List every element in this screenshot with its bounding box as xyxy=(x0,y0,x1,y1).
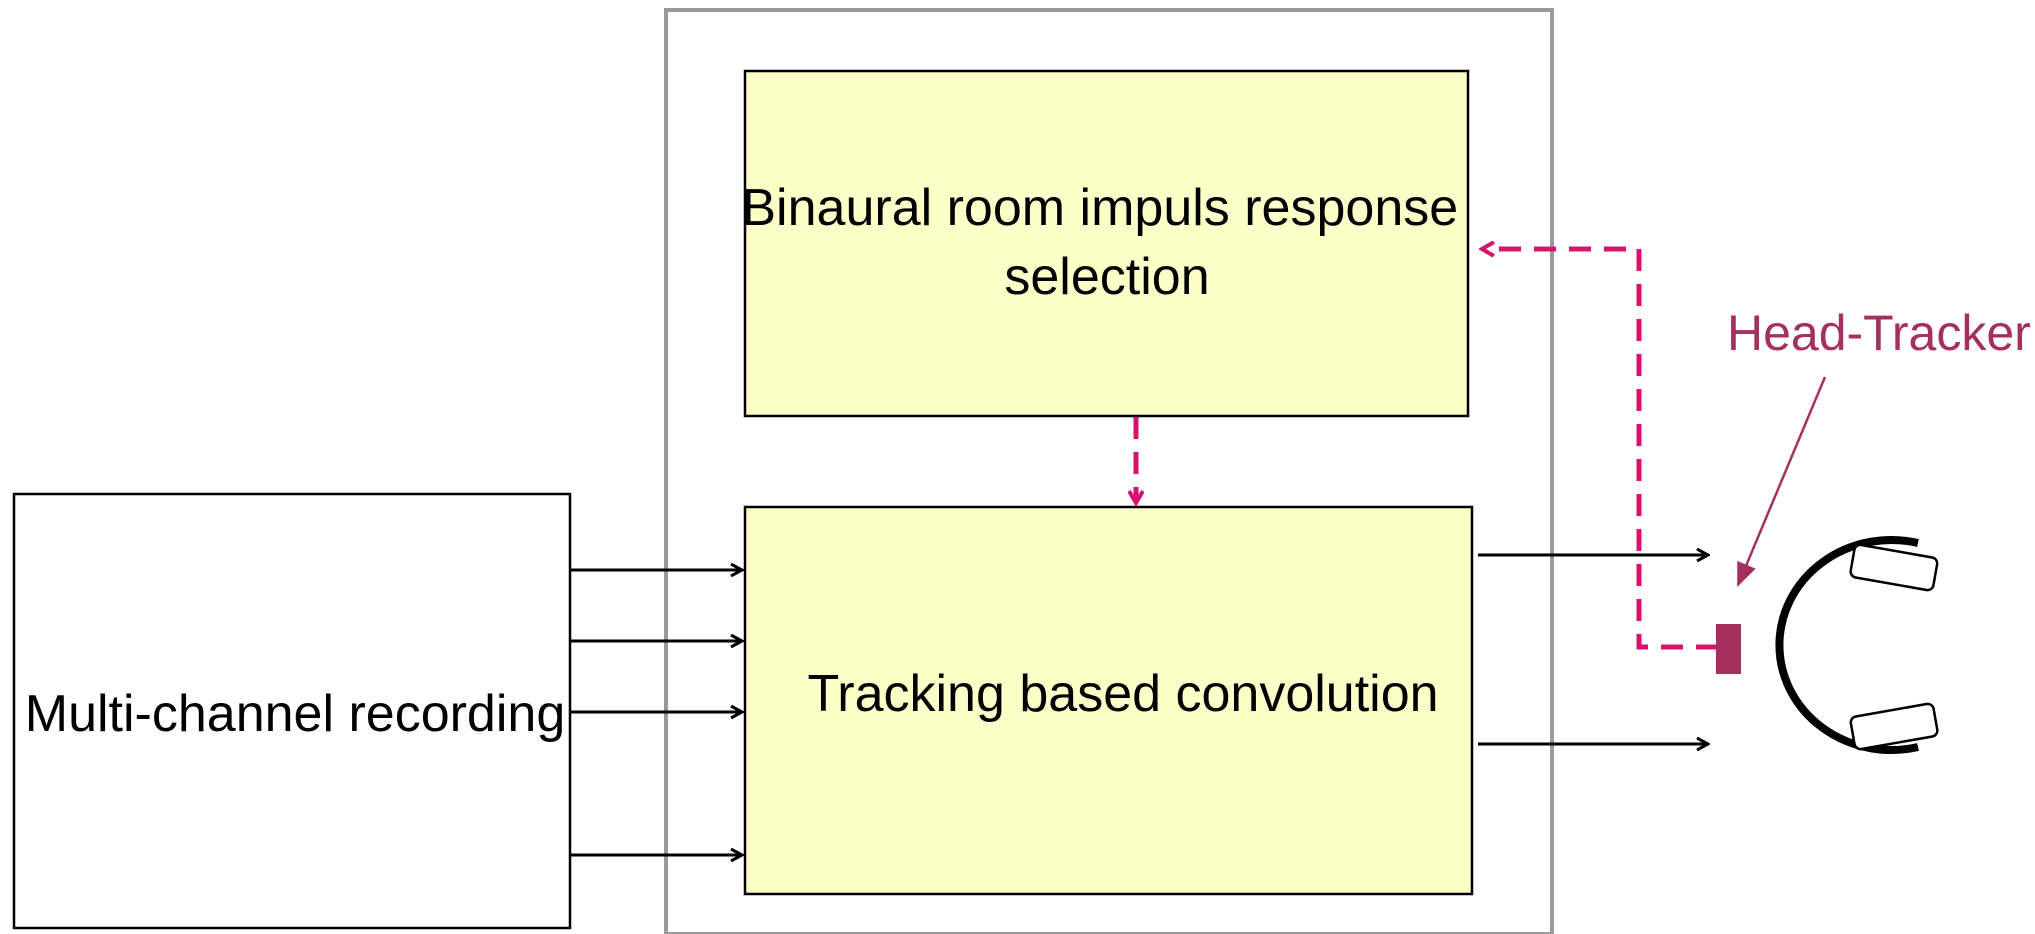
convolution-block: Tracking based convolution xyxy=(743,505,1474,896)
tracking-signal-path xyxy=(1136,249,1718,650)
head-tracker-device xyxy=(1716,624,1741,674)
brir-selection-block: Binaural room impuls response selection xyxy=(741,69,1472,418)
multi-channel-recording-block: Multi-channel recording xyxy=(12,492,572,930)
input-channel-arrows xyxy=(570,570,742,855)
brir-selection-label-line-2: selection xyxy=(1004,248,1209,306)
multi-channel-recording-label: Multi-channel recording xyxy=(25,685,566,743)
head-tracker-label: Head-Tracker xyxy=(1727,305,2031,361)
headphones-icon xyxy=(1716,536,1939,754)
brir-selection-label-line-1: Binaural room impuls response xyxy=(741,179,1458,237)
processing-frame xyxy=(664,8,1554,934)
tracking-feedback-line xyxy=(1482,249,1718,650)
head-tracker-pointer xyxy=(1736,376,1827,587)
convolution-label: Tracking based convolution xyxy=(807,665,1438,723)
brir-selection-label: Binaural room impuls response selection xyxy=(741,179,1472,306)
output-arrows xyxy=(1478,555,1708,744)
